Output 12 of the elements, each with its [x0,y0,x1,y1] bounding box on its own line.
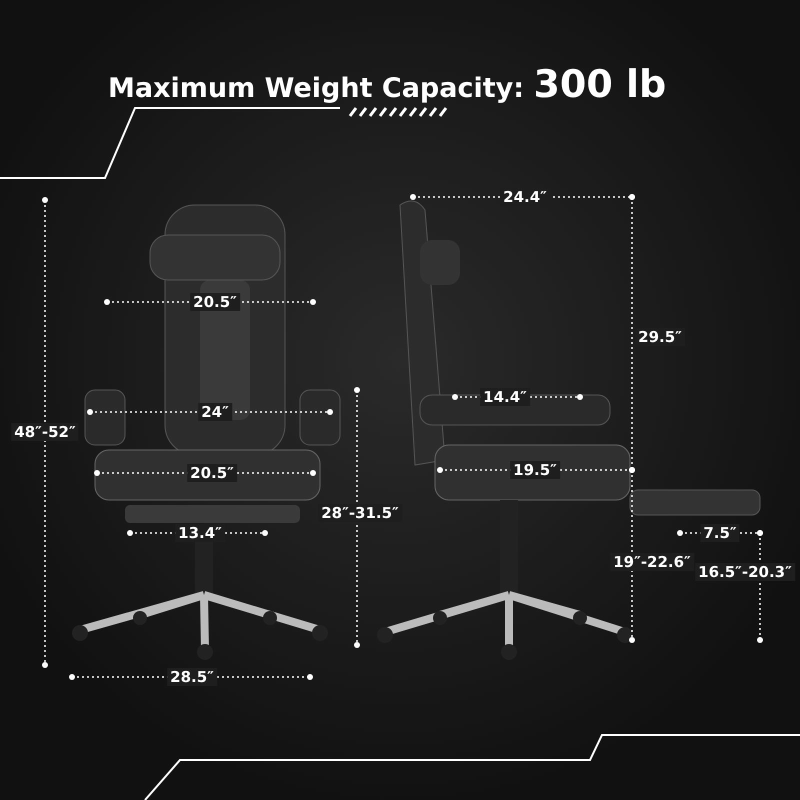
dimension-label: 20.5″ [187,464,237,482]
dimension-label: 13.4″ [175,524,225,542]
dimension-label: 20.5″ [190,293,240,311]
heading: Maximum Weight Capacity: 300 lb [108,62,666,106]
dimension-label: 7.5″ [700,524,740,542]
dimension-label: 28.5″ [167,668,217,686]
dimension-label: 16.5″-20.3″ [695,563,795,581]
dimension-label: 14.4″ [480,388,530,406]
dimension-label: 19″-22.6″ [610,553,694,571]
dimension-label: 48″-52″ [11,423,79,441]
dimension-label: 24″ [198,403,232,421]
dimension-label: 19.5″ [510,461,560,479]
